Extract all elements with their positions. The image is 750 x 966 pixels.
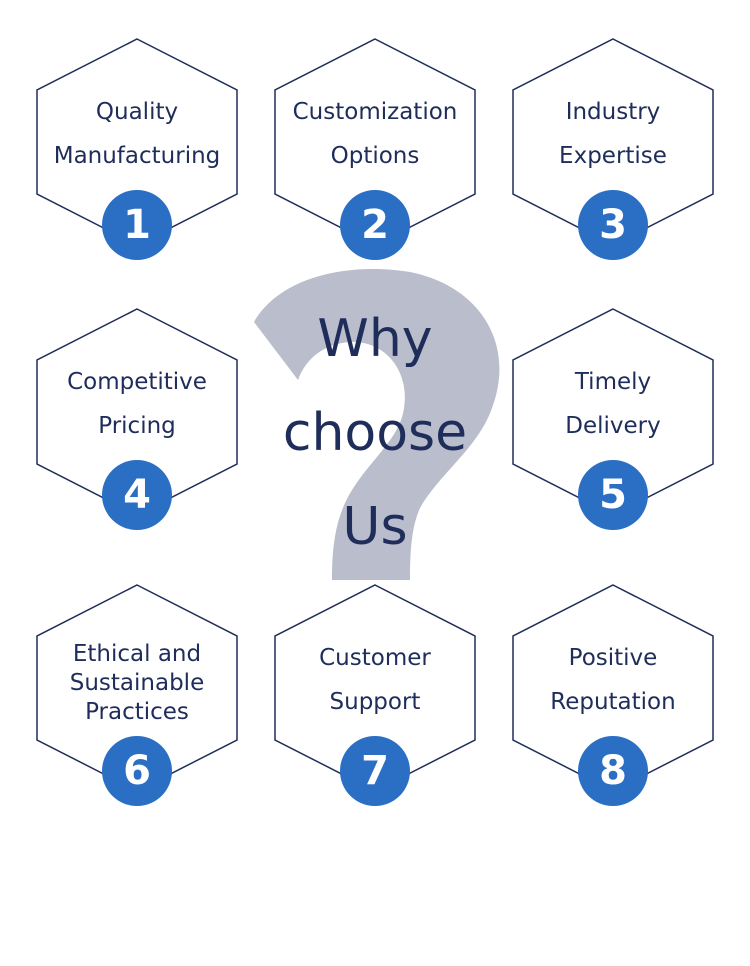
question-mark-shape <box>254 268 500 580</box>
reason-item-4: Competitive Pricing 4 <box>36 308 238 568</box>
reason-label: Positive Reputation <box>550 645 676 715</box>
reason-label: Customization Options <box>292 99 458 169</box>
reason-item-7: Customer Support 7 <box>274 584 476 844</box>
reason-label: Quality Manufacturing <box>53 99 221 169</box>
reason-item-3: Industry Expertise 3 <box>512 38 714 298</box>
reason-item-1: Quality Manufacturing 1 <box>36 38 238 298</box>
number-badge: 6 <box>102 736 172 806</box>
number-badge: 3 <box>578 190 648 260</box>
number-badge: 5 <box>578 460 648 530</box>
center-title-line-1: Why <box>317 309 433 369</box>
number-badge: 7 <box>340 736 410 806</box>
center-title-line-3: Us <box>342 497 408 557</box>
number-badge: 2 <box>340 190 410 260</box>
reason-label: Timely Delivery <box>565 369 661 439</box>
center-title: Why choose Us <box>250 292 500 574</box>
number-badge: 8 <box>578 736 648 806</box>
reason-label: Ethical and Sustainable Practices <box>69 641 205 725</box>
question-mark-graphic <box>254 268 500 580</box>
reason-label: Customer Support <box>319 645 431 715</box>
number-badge: 4 <box>102 460 172 530</box>
reason-item-8: Positive Reputation 8 <box>512 584 714 844</box>
reason-item-5: Timely Delivery 5 <box>512 308 714 568</box>
reason-label: Industry Expertise <box>559 99 667 169</box>
center-title-line-2: choose <box>282 403 468 463</box>
reason-label: Competitive Pricing <box>67 369 207 439</box>
reason-item-6: Ethical and Sustainable Practices 6 <box>36 584 238 844</box>
number-badge: 1 <box>102 190 172 260</box>
reason-item-2: Customization Options 2 <box>274 38 476 298</box>
